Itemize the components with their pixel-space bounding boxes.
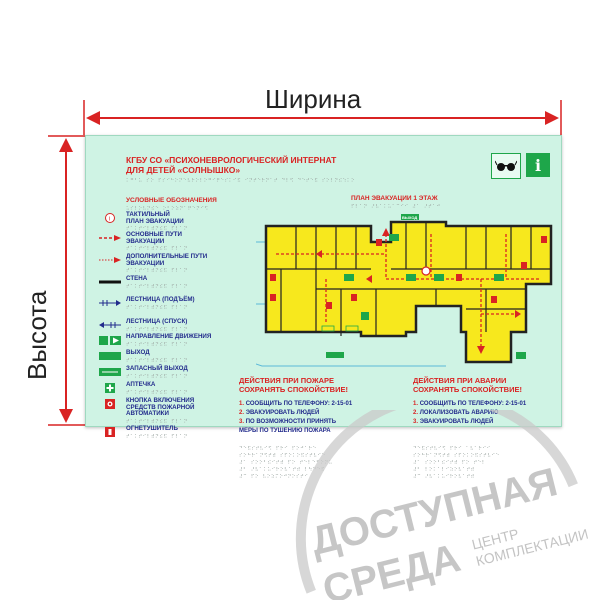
- first-aid-icon: [98, 382, 122, 394]
- fire_actions-step: 1. СООБЩИТЬ ПО ТЕЛЕФОНУ: 2-15-01: [239, 401, 352, 407]
- legend-item-label: ЗАПАСНЫЙ ВЫХОД: [126, 365, 188, 372]
- fire-actions-title: ДЕЙСТВИЯ ПРИ ПОЖАРЕ: [239, 376, 335, 385]
- step-number: 1.: [239, 401, 245, 407]
- header-title-line1: КГБУ СО «ПСИХОНЕВРОЛОГИЧЕСКИЙ ИНТЕРНАТ: [126, 155, 337, 165]
- glasses-icon: [491, 153, 521, 179]
- accident-actions-title: ДЕЙСТВИЯ ПРИ АВАРИИ: [413, 376, 507, 385]
- exit-signs: ВЫХОД: [326, 214, 526, 359]
- legend-item-label: АПТЕЧКА: [126, 381, 156, 388]
- wall-icon: [98, 276, 122, 288]
- legend-item-braille: ⠞⠁⠅⠞⠊⠇⠾⠝⠮⠯ ⠏⠇⠁⠝: [126, 373, 188, 380]
- legend-item-braille: ⠞⠁⠅⠞⠊⠇⠾⠝⠮⠯ ⠏⠇⠁⠝: [126, 418, 188, 425]
- step-text: ЭВАКУИРОВАТЬ ЛЮДЕЙ: [245, 410, 320, 416]
- fire_actions-step: 2. ЭВАКУИРОВАТЬ ЛЮДЕЙ: [239, 410, 319, 416]
- accident-braille: ⠙⠑⠯⠎⠞⠧⠊⠫ ⠏⠗⠊ ⠁⠧⠁⠗⠊⠊⠎⠕⠓⠗⠁⠝⠫⠞⠾ ⠎⠏⠕⠅⠕⠯⠎⠞⠧⠊⠑…: [413, 446, 500, 480]
- header-braille: ⠅⠛⠃⠥ ⠎⠕ ⠏⠎⠊⠓⠕⠝⠑⠧⠗⠕⠇⠕⠛⠊⠟⠑⠎⠅⠊⠯ ⠊⠝⠞⠑⠗⠝⠁⠞ ⠙⠇…: [126, 178, 356, 184]
- legend-item-label: ЛЕСТНИЦА (ПОДЪЁМ): [126, 296, 195, 303]
- fire-braille: ⠙⠑⠯⠎⠞⠧⠊⠫ ⠏⠗⠊ ⠏⠕⠚⠁⠗⠑⠎⠕⠓⠗⠁⠝⠫⠞⠾ ⠎⠏⠕⠅⠕⠯⠎⠞⠧⠊⠑…: [239, 446, 333, 480]
- fire_actions-step: МЕРЫ ПО ТУШЕНИЮ ПОЖАРА: [239, 428, 331, 434]
- fire_actions-step: 3. ПО ВОЗМОЖНОСТИ ПРИНЯТЬ: [239, 419, 336, 425]
- svg-text:ВЫХОД: ВЫХОД: [402, 215, 417, 220]
- legend-title: УСЛОВНЫЕ ОБОЗНАЧЕНИЯ: [126, 197, 217, 204]
- step-text: СООБЩИТЬ ПО ТЕЛЕФОНУ: 2-15-01: [419, 401, 527, 407]
- step-text: ЭВАКУИРОВАТЬ ЛЮДЕЙ: [419, 419, 494, 425]
- accident_actions-step: 3. ЭВАКУИРОВАТЬ ЛЮДЕЙ: [413, 419, 493, 425]
- legend-item-label: ВЫХОД: [126, 349, 150, 356]
- you-are-here-icon: i: [98, 212, 122, 224]
- legend-item-braille: ⠞⠁⠅⠞⠊⠇⠾⠝⠮⠯ ⠏⠇⠁⠝: [126, 304, 188, 311]
- equipment-markers: [270, 236, 547, 309]
- step-number: 1.: [413, 401, 419, 407]
- header-title-line2: ДЛЯ ДЕТЕЙ «СОЛНЫШКО»: [126, 165, 241, 175]
- evacuation-plan-board: КГБУ СО «ПСИХОНЕВРОЛОГИЧЕСКИЙ ИНТЕРНАТ Д…: [85, 135, 562, 480]
- fire-button-icon: [98, 398, 122, 410]
- accident_actions-step: 2. ЛОКАЛИЗОВАТЬ АВАРИЮ: [413, 410, 498, 416]
- step-number: 2.: [413, 410, 419, 416]
- legend-item-braille: ⠞⠁⠅⠞⠊⠇⠾⠝⠮⠯ ⠏⠇⠁⠝: [126, 389, 188, 396]
- direction-icon: [98, 334, 122, 346]
- extra-route-icon: [98, 254, 122, 266]
- legend-item-label: ДОПОЛНИТЕЛЬНЫЕ ПУТИ ЭВАКУАЦИИ: [126, 253, 208, 267]
- stairs-up-icon: [98, 297, 122, 309]
- legend-item-braille: ⠞⠁⠅⠞⠊⠇⠾⠝⠮⠯ ⠏⠇⠁⠝: [126, 357, 188, 364]
- emergency-exit-icon: [98, 366, 122, 378]
- step-text: ЛОКАЛИЗОВАТЬ АВАРИЮ: [419, 410, 499, 416]
- stairs-down-icon: [98, 319, 122, 331]
- accident_actions-step: 1. СООБЩИТЬ ПО ТЕЛЕФОНУ: 2-15-01: [413, 401, 526, 407]
- legend-item-braille: ⠞⠁⠅⠞⠊⠇⠾⠝⠮⠯ ⠏⠇⠁⠝: [126, 226, 188, 233]
- plan-title: ПЛАН ЭВАКУАЦИИ 1 ЭТАЖ: [351, 195, 438, 202]
- legend-item-label: ОСНОВНЫЕ ПУТИ ЭВАКУАЦИИ: [126, 231, 182, 245]
- main-route-icon: [98, 232, 122, 244]
- legend-item-label: КНОПКА ВКЛЮЧЕНИЯ СРЕДСТВ ПОЖАРНОЙ АВТОМА…: [126, 397, 195, 417]
- extinguisher-icon: [98, 426, 122, 438]
- legend-item-braille: ⠞⠁⠅⠞⠊⠇⠾⠝⠮⠯ ⠏⠇⠁⠝: [126, 283, 188, 290]
- info-icon: i: [526, 153, 550, 177]
- legend-item-braille: ⠞⠁⠅⠞⠊⠇⠾⠝⠮⠯ ⠏⠇⠁⠝: [126, 268, 188, 275]
- step-number: 3.: [413, 419, 419, 425]
- accident-actions-subtitle: СОХРАНЯТЬ СПОКОЙСТВИЕ!: [413, 385, 522, 394]
- you-are-here-marker: [421, 266, 431, 276]
- fire-actions-subtitle: СОХРАНЯТЬ СПОКОЙСТВИЕ!: [239, 385, 348, 394]
- exit-icon: [98, 350, 122, 362]
- legend-item-braille: ⠞⠁⠅⠞⠊⠇⠾⠝⠮⠯ ⠏⠇⠁⠝: [126, 341, 188, 348]
- building: [264, 220, 553, 364]
- direction-arrows: [316, 228, 521, 354]
- legend-item-label: ТАКТИЛЬНЫЙ ПЛАН ЭВАКУАЦИИ: [126, 211, 184, 225]
- legend-item-label: СТЕНА: [126, 275, 148, 282]
- legend-item-braille: ⠞⠁⠅⠞⠊⠇⠾⠝⠮⠯ ⠏⠇⠁⠝: [126, 433, 188, 440]
- plan-title-braille: ⠏⠇⠁⠝ ⠜⠧⠁⠅⠥⠁⠉⠊⠊ ⠼⠁ ⠜⠞⠁⠚: [351, 204, 441, 210]
- legend-item-braille: ⠞⠁⠅⠞⠊⠇⠾⠝⠮⠯ ⠏⠇⠁⠝: [126, 326, 188, 333]
- width-label: Ширина: [265, 84, 362, 114]
- step-text: ПО ВОЗМОЖНОСТИ ПРИНЯТЬ: [245, 419, 337, 425]
- legend-title-braille: ⠥⠎⠇⠕⠧⠝⠮⠑ ⠕⠃⠕⠵⠝⠁⠟⠑⠝⠊⠫: [126, 206, 209, 212]
- legend-item-label: ЛЕСТНИЦА (СПУСК): [126, 318, 188, 325]
- legend-item-label: ОГНЕТУШИТЕЛЬ: [126, 425, 178, 432]
- svg-text:i: i: [109, 217, 110, 223]
- legend-item-braille: ⠞⠁⠅⠞⠊⠇⠾⠝⠮⠯ ⠏⠇⠁⠝: [126, 246, 188, 253]
- floor-plan: ВЫХОД: [256, 214, 553, 367]
- step-text: СООБЩИТЬ ПО ТЕЛЕФОНУ: 2-15-01: [245, 401, 353, 407]
- interior-walls: [266, 222, 551, 336]
- height-label: Высота: [22, 290, 52, 380]
- step-text: МЕРЫ ПО ТУШЕНИЮ ПОЖАРА: [239, 428, 331, 434]
- step-number: 2.: [239, 410, 245, 416]
- legend-item-label: НАПРАВЛЕНИЕ ДВИЖЕНИЯ: [126, 333, 212, 340]
- stair-marks: [321, 325, 359, 332]
- step-number: 3.: [239, 419, 245, 425]
